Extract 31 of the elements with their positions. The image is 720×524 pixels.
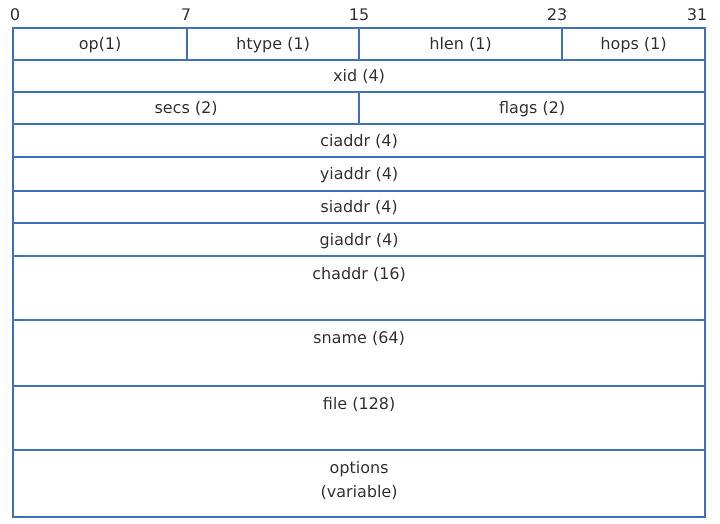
field-label: secs (2) xyxy=(154,97,218,119)
field-label: giaddr (4) xyxy=(319,228,399,250)
field-box xyxy=(12,449,706,518)
field-label: siaddr (4) xyxy=(320,196,398,218)
field-label: hlen (1) xyxy=(429,33,492,55)
bit-number: 7 xyxy=(180,5,192,25)
field-label: xid (4) xyxy=(333,65,385,87)
field-box xyxy=(12,319,706,387)
field-box xyxy=(12,27,188,61)
field-box xyxy=(12,385,706,451)
bit-number: 31 xyxy=(686,5,708,25)
field-box xyxy=(12,156,706,192)
field-label: hops (1) xyxy=(600,33,667,55)
bit-number: 15 xyxy=(348,5,370,25)
field-box xyxy=(561,27,706,61)
field-box xyxy=(12,190,706,224)
field-label: yiaddr (4) xyxy=(320,163,398,185)
field-box xyxy=(12,255,706,321)
field-box xyxy=(12,59,706,93)
bit-number: 0 xyxy=(10,5,20,25)
field-label: chaddr (16) xyxy=(312,263,406,285)
field-label: ciaddr (4) xyxy=(320,130,398,152)
field-label: options (variable) xyxy=(319,457,399,503)
bit-number: 23 xyxy=(546,5,568,25)
field-label: htype (1) xyxy=(236,33,310,55)
field-label: op(1) xyxy=(78,33,122,55)
field-box xyxy=(12,222,706,257)
field-box xyxy=(12,123,706,158)
field-label: flags (2) xyxy=(498,97,566,119)
field-label: sname (64) xyxy=(313,327,405,349)
field-label: file (128) xyxy=(322,393,396,415)
